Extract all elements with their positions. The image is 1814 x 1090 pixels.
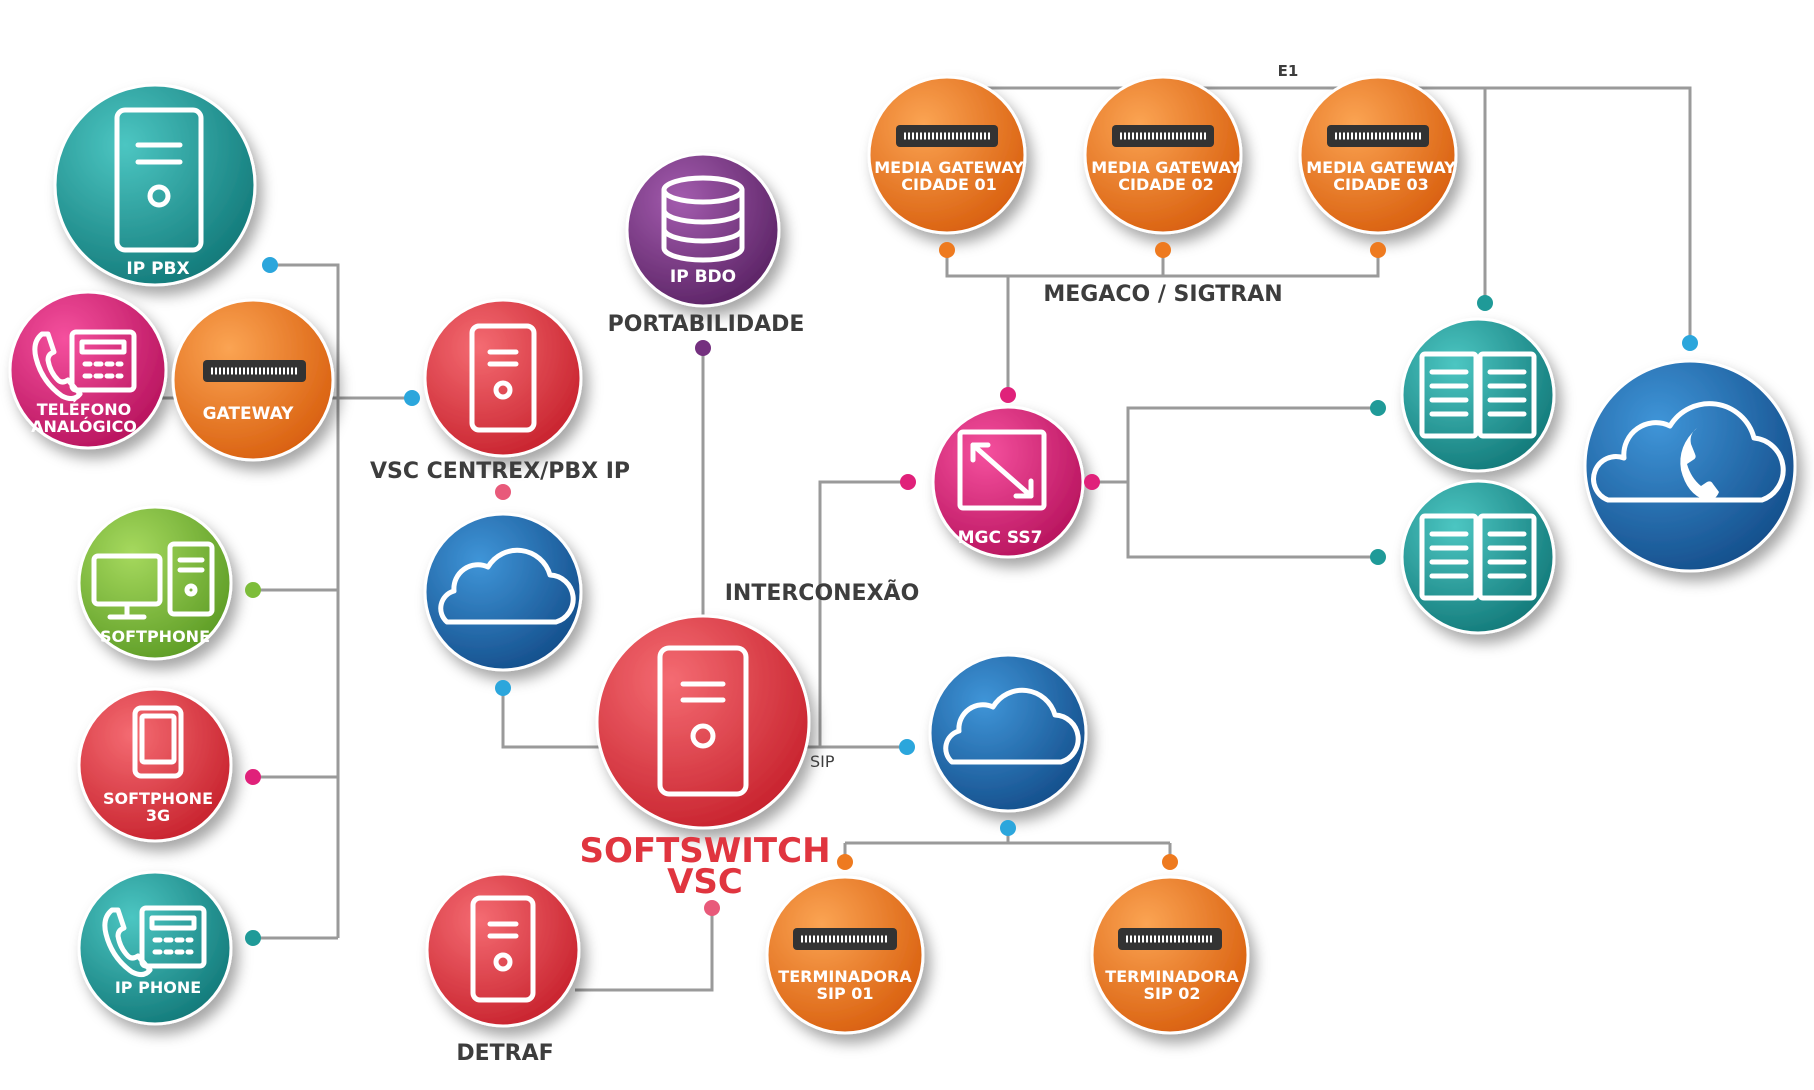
router-icon: [1327, 125, 1429, 147]
connector-dot: [695, 340, 711, 356]
connector-dot: [495, 680, 511, 696]
connector-dot: [1370, 549, 1386, 565]
router-icon: [1118, 928, 1222, 950]
book-icon: [1419, 513, 1537, 601]
phone-cloud-icon: [1591, 401, 1786, 503]
node-detraf[interactable]: [425, 872, 581, 1028]
detraf-to-softswitch-line: [575, 908, 714, 992]
connector-dot: [245, 582, 261, 598]
connector-dot: [837, 854, 853, 870]
telefono-label-line2: ANALÓGICO: [31, 417, 137, 436]
ip-bdo-label: IP BDO: [670, 267, 736, 287]
node-cloud-sip[interactable]: [928, 653, 1088, 813]
media-gateway1-label-line2: CIDADE 01: [901, 175, 996, 194]
connector-dot: [495, 484, 511, 500]
desktop-computer-icon: [91, 541, 215, 620]
server-icon: [470, 895, 536, 1003]
terminadora2-label-line1: TERMINADORA: [1105, 967, 1239, 986]
connector-dot: [1155, 242, 1171, 258]
server-icon: [657, 645, 749, 797]
node-media-gateway-03[interactable]: [1298, 75, 1458, 235]
terminadora1-label-line2: SIP 01: [816, 984, 873, 1003]
connector-dot: [1370, 242, 1386, 258]
node-ip-phone[interactable]: [77, 870, 233, 1026]
node-ip-pbx[interactable]: [53, 83, 257, 287]
router-icon: [793, 928, 897, 950]
terminadora2-label-line2: SIP 02: [1143, 984, 1200, 1003]
database-icon: [661, 175, 745, 263]
gateway-label: GATEWAY: [203, 404, 295, 424]
connector-dot: [262, 257, 278, 273]
connector-dot: [245, 930, 261, 946]
interconexao-line: [818, 480, 908, 748]
connection-dots: [245, 242, 1698, 946]
node-softphone-3g[interactable]: [77, 687, 233, 843]
megaco-sigtran-label: MEGACO / SIGTRAN: [1043, 282, 1282, 307]
media-gateway2-label-line2: CIDADE 02: [1118, 175, 1213, 194]
connector-dot: [1477, 295, 1493, 311]
megaco-line: [945, 250, 1380, 395]
node-media-gateway-01[interactable]: [867, 75, 1027, 235]
cloud-to-softswitch-line: [501, 688, 600, 749]
node-media-gateway-02[interactable]: [1083, 75, 1243, 235]
softphone3g-label-line2: 3G: [146, 806, 170, 825]
connector-dot: [704, 900, 720, 916]
connector-dot: [1000, 820, 1016, 836]
interconexao-label: INTERCONEXÃO: [725, 580, 920, 606]
ip-pbx-label: IP PBX: [126, 259, 189, 279]
node-vsc-centrex[interactable]: [423, 298, 583, 458]
connector-dot: [1682, 335, 1698, 351]
media-gateway3-label-line2: CIDADE 03: [1333, 175, 1428, 194]
server-icon: [114, 107, 204, 253]
connector-dot: [1084, 474, 1100, 490]
left-bus-line: [270, 263, 340, 938]
mgc-to-books-line: [1092, 406, 1378, 559]
cloud-icon: [943, 687, 1081, 765]
router-icon: [896, 125, 998, 147]
connector-dot: [1000, 387, 1016, 403]
connector-dot: [1370, 400, 1386, 416]
connector-dot: [939, 242, 955, 258]
terminadora1-label-line1: TERMINADORA: [778, 967, 912, 986]
node-phone-cloud[interactable]: [1583, 359, 1797, 573]
softswitch-label-line1: SOFTSWITCH: [579, 831, 830, 871]
node-terminadora-sip-02[interactable]: [1090, 875, 1250, 1035]
sip-label: SIP: [810, 752, 835, 771]
ip-phone-icon: [102, 905, 207, 978]
softphone-label: SOFTPHONE: [100, 627, 210, 646]
node-cloud-left[interactable]: [423, 512, 583, 672]
book-icon: [1419, 351, 1537, 439]
cloud-icon: [438, 547, 576, 625]
connector-dot: [1162, 854, 1178, 870]
expand-arrows-icon: [957, 429, 1047, 511]
connector-dot: [899, 739, 915, 755]
detraf-label: DETRAF: [456, 1041, 553, 1066]
telefono-label-line1: TELÉFONO: [37, 400, 132, 419]
ip-phone-label: IP PHONE: [115, 978, 201, 997]
router-icon: [1112, 125, 1214, 147]
softphone3g-label-line1: SOFTPHONE: [103, 789, 213, 808]
node-terminadora-sip-01[interactable]: [765, 875, 925, 1035]
media-gateway2-label-line1: MEDIA GATEWAY: [1091, 158, 1241, 177]
portabilidade-label: PORTABILIDADE: [608, 312, 805, 337]
e1-label: E1: [1278, 62, 1299, 80]
mgc-ss7-label: MGC SS7: [958, 528, 1043, 548]
connector-dot: [245, 769, 261, 785]
connector-dot: [404, 390, 420, 406]
media-gateway3-label-line1: MEDIA GATEWAY: [1306, 158, 1456, 177]
node-softswitch-vsc[interactable]: [595, 614, 811, 830]
router-icon: [203, 360, 306, 382]
connector-dot: [900, 474, 916, 490]
desk-phone-icon: [32, 329, 137, 402]
media-gateway1-label-line1: MEDIA GATEWAY: [874, 158, 1024, 177]
tablet-icon: [132, 705, 184, 779]
vsc-centrex-label: VSC CENTREX/PBX IP: [370, 459, 630, 484]
softswitch-label-line2: VSC: [667, 862, 743, 902]
server-icon: [469, 323, 537, 433]
